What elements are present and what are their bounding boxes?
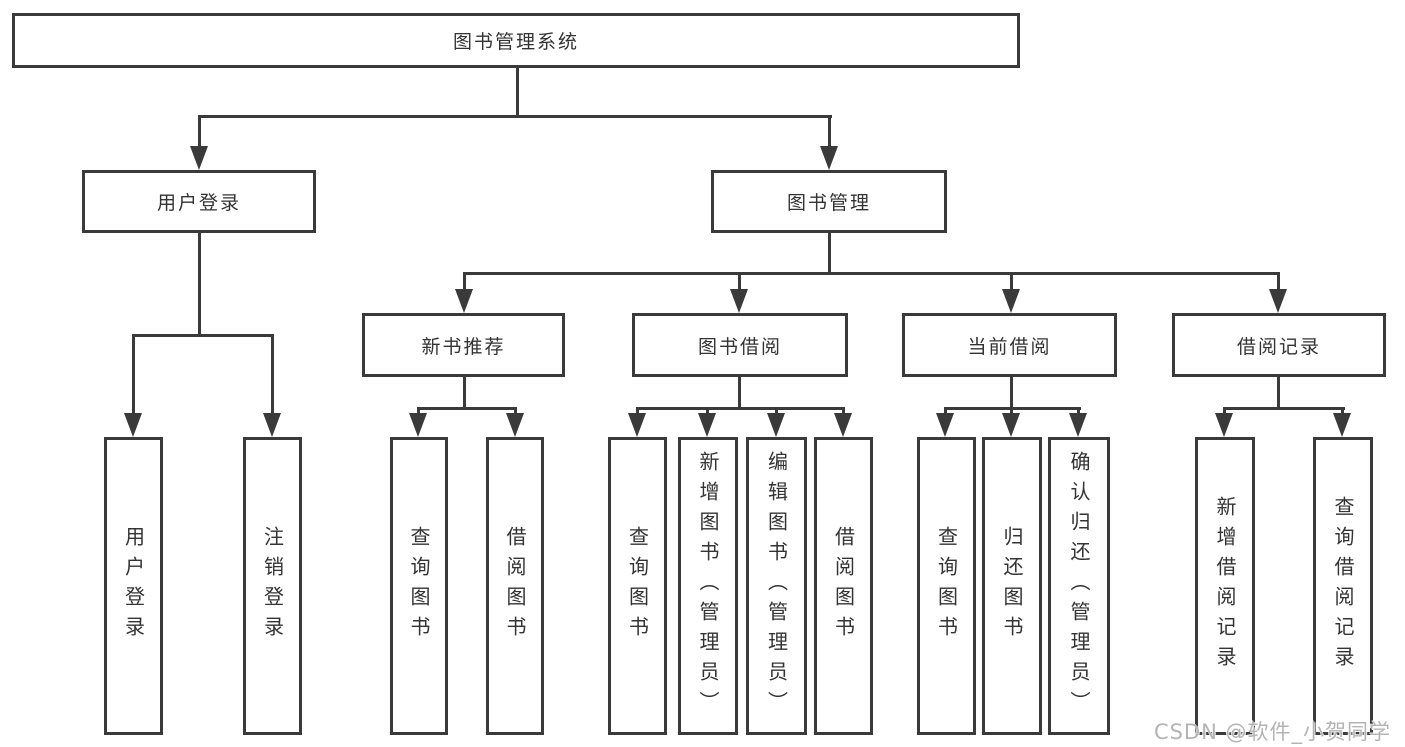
connector-line <box>842 407 845 415</box>
leaf-query-books-current-label: 查询图书 <box>934 526 959 646</box>
leaf-add-borrow-record-label: 新增借阅记录 <box>1213 496 1237 676</box>
leaf-user-login: 用户登录 <box>104 437 163 735</box>
connector-line <box>516 68 519 118</box>
node-borrowing-records-label: 借阅记录 <box>1236 335 1321 358</box>
connector-line <box>944 407 947 415</box>
connector-line <box>417 407 420 415</box>
connector-line <box>463 272 466 289</box>
connector-line <box>828 115 831 146</box>
leaf-return-books: 归还图书 <box>982 437 1042 735</box>
node-book-borrowing-label: 图书借阅 <box>697 335 782 358</box>
arrowhead-down-icon <box>1333 413 1351 437</box>
leaf-confirm-return-admin: 确认归还（管理员） <box>1048 437 1110 735</box>
leaf-logout-label: 注销登录 <box>260 526 285 646</box>
arrowhead-down-icon <box>767 413 785 437</box>
connector-line <box>636 407 845 410</box>
watermark: CSDN @软件_小贺同学 <box>1153 720 1391 744</box>
leaf-query-books-borrowing: 查询图书 <box>608 437 667 735</box>
node-current-borrowing: 当前借阅 <box>902 313 1117 377</box>
connector-line <box>1223 407 1345 410</box>
node-root-label: 图书管理系统 <box>452 31 579 53</box>
connector-line <box>198 115 201 146</box>
connector-line <box>738 377 741 410</box>
node-user-login-label: 用户登录 <box>156 192 241 214</box>
connector-line <box>775 407 778 415</box>
arrowhead-down-icon <box>698 413 716 437</box>
arrowhead-down-icon <box>409 413 427 437</box>
connector-line <box>463 377 466 410</box>
connector-line <box>1010 407 1013 415</box>
connector-line <box>738 272 741 289</box>
connector-line <box>198 115 832 118</box>
leaf-borrow-books-recommend: 借阅图书 <box>486 437 544 735</box>
node-book-borrowing: 图书借阅 <box>632 313 848 377</box>
node-current-borrowing-label: 当前借阅 <box>967 335 1052 358</box>
leaf-query-books-borrowing-label: 查询图书 <box>625 526 650 646</box>
node-borrowing-records: 借阅记录 <box>1172 313 1386 377</box>
arrowhead-down-icon <box>730 289 748 313</box>
connector-line <box>1277 272 1280 289</box>
connector-line <box>514 407 517 415</box>
leaf-confirm-return-admin-label: 确认归还（管理员） <box>1067 451 1091 721</box>
node-new-book-recommend-label: 新书推荐 <box>421 335 506 358</box>
connector-line <box>132 334 135 413</box>
connector-line <box>1010 272 1013 289</box>
arrowhead-down-icon <box>1215 413 1233 437</box>
leaf-edit-book-admin: 编辑图书（管理员） <box>746 437 807 735</box>
connector-line <box>463 272 1280 275</box>
leaf-return-books-label: 归还图书 <box>1000 526 1024 646</box>
arrowhead-down-icon <box>1069 413 1087 437</box>
leaf-add-book-admin: 新增图书（管理员） <box>678 437 738 735</box>
node-user-login: 用户登录 <box>82 170 316 233</box>
leaf-add-book-admin-label: 新增图书（管理员） <box>696 451 720 721</box>
arrowhead-down-icon <box>263 413 281 437</box>
arrowhead-down-icon <box>820 146 838 170</box>
arrowhead-down-icon <box>936 413 954 437</box>
node-root: 图书管理系统 <box>12 13 1020 68</box>
connector-line <box>1077 407 1080 415</box>
connector-line <box>1010 377 1013 410</box>
arrowhead-down-icon <box>1269 289 1287 313</box>
leaf-borrow-books-recommend-label: 借阅图书 <box>503 526 527 646</box>
connector-line <box>271 334 274 413</box>
connector-line <box>132 334 274 337</box>
leaf-query-borrow-record: 查询借阅记录 <box>1313 437 1373 735</box>
leaf-query-books-recommend: 查询图书 <box>390 437 448 735</box>
arrowhead-down-icon <box>834 413 852 437</box>
connector-line <box>706 407 709 415</box>
arrowhead-down-icon <box>124 413 142 437</box>
arrowhead-down-icon <box>1002 289 1020 313</box>
leaf-borrow-books-borrowing: 借阅图书 <box>814 437 873 735</box>
connector-line <box>828 233 831 275</box>
leaf-borrow-books-borrowing-label: 借阅图书 <box>831 526 856 646</box>
node-book-management: 图书管理 <box>711 170 947 233</box>
connector-line <box>636 407 639 415</box>
leaf-query-borrow-record-label: 查询借阅记录 <box>1331 496 1355 676</box>
leaf-query-books-recommend-label: 查询图书 <box>407 526 431 646</box>
leaf-add-borrow-record: 新增借阅记录 <box>1195 437 1255 735</box>
node-book-management-label: 图书管理 <box>786 192 871 214</box>
node-new-book-recommend: 新书推荐 <box>362 313 565 377</box>
leaf-query-books-current: 查询图书 <box>917 437 976 735</box>
arrowhead-down-icon <box>455 289 473 313</box>
connector-line <box>1223 407 1226 415</box>
arrowhead-down-icon <box>190 146 208 170</box>
leaf-user-login-label: 用户登录 <box>121 526 146 646</box>
connector-line <box>1277 377 1280 410</box>
leaf-logout: 注销登录 <box>243 437 302 735</box>
connector-line <box>1341 407 1344 415</box>
connector-line <box>417 407 517 410</box>
arrowhead-down-icon <box>506 413 524 437</box>
leaf-edit-book-admin-label: 编辑图书（管理员） <box>764 451 789 721</box>
arrowhead-down-icon <box>628 413 646 437</box>
arrowhead-down-icon <box>1002 413 1020 437</box>
connector-line <box>198 233 201 337</box>
